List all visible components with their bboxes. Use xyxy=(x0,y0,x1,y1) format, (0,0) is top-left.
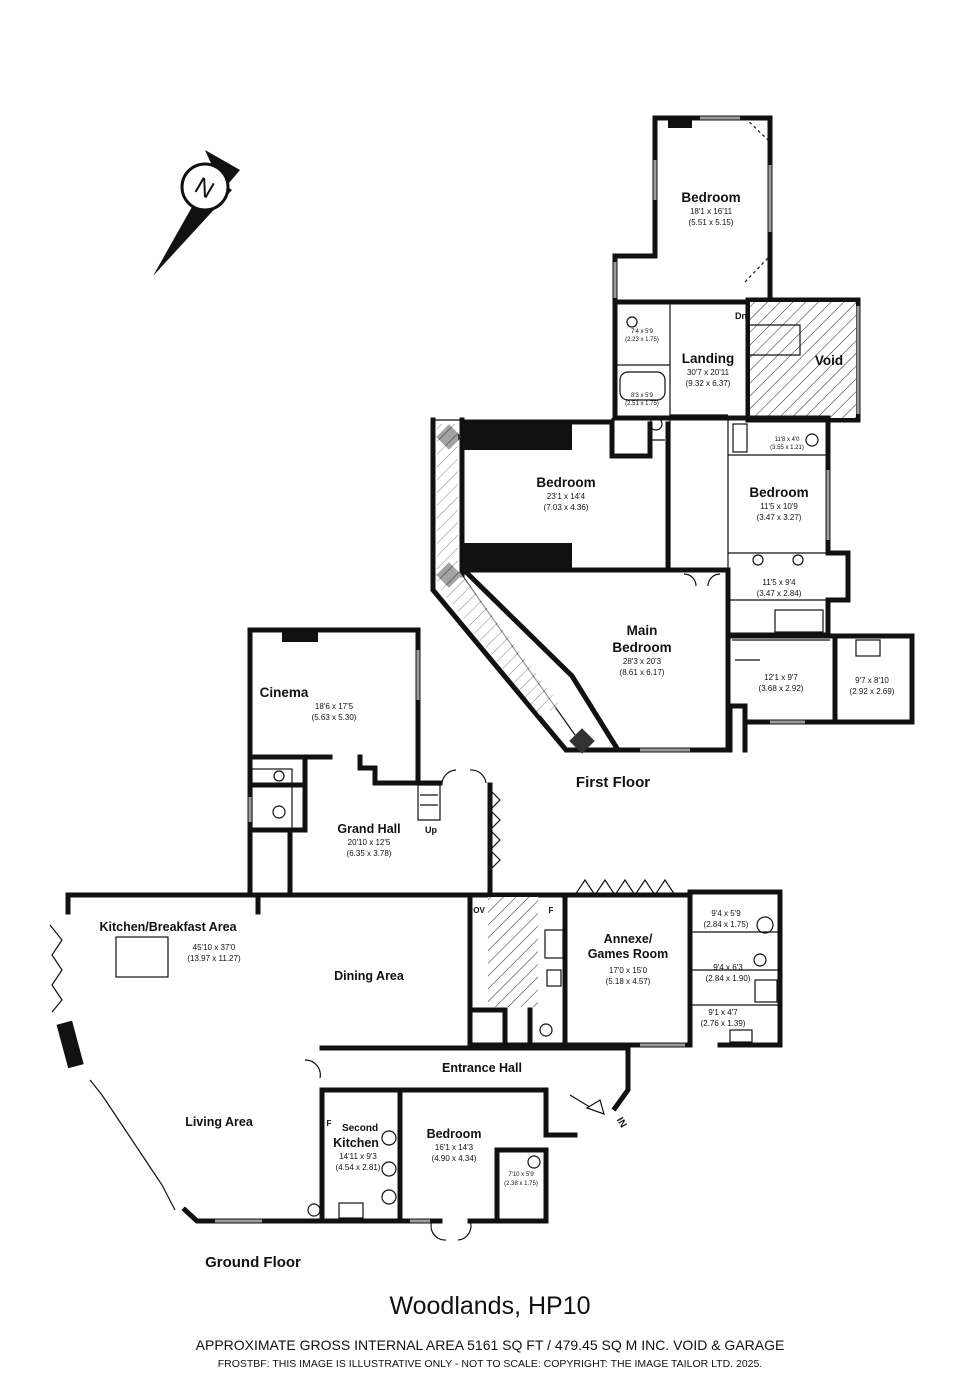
shower-right-metric: (3.55 x 1.21) xyxy=(770,445,804,451)
bedroom-gf-metric: (4.90 x 4.34) xyxy=(432,1154,477,1163)
grand-hall-name: Grand Hall xyxy=(337,822,400,836)
annexe-r3-metric: (2.76 x 1.39) xyxy=(701,1019,746,1028)
annexe-r1-imperial: 9'4 x 5'9 xyxy=(711,909,741,918)
first-floor-label: First Floor xyxy=(576,774,650,791)
bedroom-mid-imperial: 23'1 x 14'4 xyxy=(547,492,586,501)
ensuite-top-imperial: 7'4 x 5'9 xyxy=(631,329,654,335)
landing-metric: (9.32 x 6.37) xyxy=(686,379,731,388)
ensuite-gf-imperial: 7'10 x 5'9 xyxy=(508,1172,534,1178)
bedroom-gf-name: Bedroom xyxy=(427,1127,482,1141)
living-name: Living Area xyxy=(185,1115,254,1129)
bedroom-top-imperial: 18'1 x 16'11 xyxy=(690,207,733,216)
kitchen-imperial: 45'10 x 37'0 xyxy=(193,943,236,952)
bedroom-gf-imperial: 16'1 x 14'3 xyxy=(435,1143,474,1152)
cinema-metric: (5.63 x 5.30) xyxy=(312,713,357,722)
kitchen-name: Kitchen/Breakfast Area xyxy=(99,920,237,934)
bath-top-metric: (2.51 x 1.75) xyxy=(625,401,659,407)
dressing-imperial: 12'1 x 9'7 xyxy=(764,673,798,682)
property-title: Woodlands, HP10 xyxy=(389,1292,591,1320)
bedroom-mid-name: Bedroom xyxy=(536,475,595,490)
cinema-name: Cinema xyxy=(260,685,309,700)
dressing-metric: (3.68 x 2.92) xyxy=(759,684,804,693)
main-bedroom-name-1: Main xyxy=(627,623,658,638)
bedroom-mid-metric: (7.03 x 4.36) xyxy=(544,503,589,512)
kitchen-metric: (13.97 x 11.27) xyxy=(187,954,241,963)
second-kitchen-metric: (4.54 x 2.81) xyxy=(336,1163,381,1172)
void-stair-label: Dn xyxy=(735,311,747,321)
fridge-tag: F xyxy=(549,906,554,915)
main-bedroom-imperial: 28'3 x 20'3 xyxy=(623,657,662,666)
ensuite-top-metric: (2.23 x 1.75) xyxy=(625,337,659,343)
annexe-name-1: Annexe/ xyxy=(604,932,653,946)
annexe-name-2: Games Room xyxy=(588,947,669,961)
landing-name: Landing xyxy=(682,351,735,366)
bedroom-top-metric: (5.51 x 5.15) xyxy=(689,218,734,227)
annexe-r1-metric: (2.84 x 1.75) xyxy=(704,920,749,929)
landing-imperial: 30'7 x 20'11 xyxy=(687,368,730,377)
second-kitchen-name-1: Second xyxy=(342,1123,378,1134)
copyright-text: FROSTBF: THIS IMAGE IS ILLUSTRATIVE ONLY… xyxy=(217,1358,763,1370)
fridge-tag-2: F xyxy=(327,1119,332,1128)
first-floor-plan: Dn Bedroo xyxy=(430,115,915,791)
annexe-metric: (5.18 x 4.57) xyxy=(606,977,651,986)
north-arrow-icon: N xyxy=(153,150,240,276)
second-kitchen-imperial: 14'11 x 9'3 xyxy=(339,1152,377,1161)
ensuite-gf-metric: (2.38 x 1.75) xyxy=(504,1181,538,1187)
ground-floor-label: Ground Floor xyxy=(205,1254,301,1271)
bath-top-imperial: 8'3 x 5'9 xyxy=(631,393,654,399)
grand-hall-imperial: 20'10 x 12'5 xyxy=(348,838,391,847)
bedroom-top-name: Bedroom xyxy=(681,190,740,205)
cinema-imperial: 18'6 x 17'5 xyxy=(315,702,354,711)
grand-hall-metric: (6.35 x 3.78) xyxy=(347,849,392,858)
bath-right-metric: (3.47 x 2.84) xyxy=(757,589,802,598)
gross-area-text: APPROXIMATE GROSS INTERNAL AREA 5161 SQ … xyxy=(195,1337,785,1353)
annexe-r2-imperial: 9'4 x 6'3 xyxy=(713,963,743,972)
oven-tag: OV xyxy=(473,906,485,915)
annexe-imperial: 17'0 x 15'0 xyxy=(609,966,648,975)
bath-right-imperial: 11'5 x 9'4 xyxy=(762,578,796,587)
ground-floor-plan: Cinema 18'6 x 17'5 (5.63 x 5.30) Cinema … xyxy=(49,627,783,1271)
bedroom-right-name: Bedroom xyxy=(749,485,808,500)
annexe-r3-imperial: 9'1 x 4'7 xyxy=(708,1008,738,1017)
main-bedroom-name-2: Bedroom xyxy=(612,640,671,655)
bedroom-right-imperial: 11'5 x 10'9 xyxy=(760,502,798,511)
annexe-r2-metric: (2.84 x 1.90) xyxy=(706,974,751,983)
second-kitchen-name-2: Kitchen xyxy=(333,1136,379,1150)
dining-name: Dining Area xyxy=(334,969,405,983)
bedroom-right-metric: (3.47 x 3.27) xyxy=(757,513,802,522)
entrance-label: IN xyxy=(614,1116,629,1130)
store-metric: (2.92 x 2.69) xyxy=(850,687,895,696)
grand-hall-stair-label: Up xyxy=(425,825,437,835)
store-imperial: 9'7 x 8'10 xyxy=(855,676,889,685)
shower-right-imperial: 11'8 x 4'0 xyxy=(775,437,801,443)
void-name: Void xyxy=(815,353,843,368)
entrance-hall-name: Entrance Hall xyxy=(442,1061,522,1075)
main-bedroom-metric: (8.61 x 6.17) xyxy=(620,668,665,677)
